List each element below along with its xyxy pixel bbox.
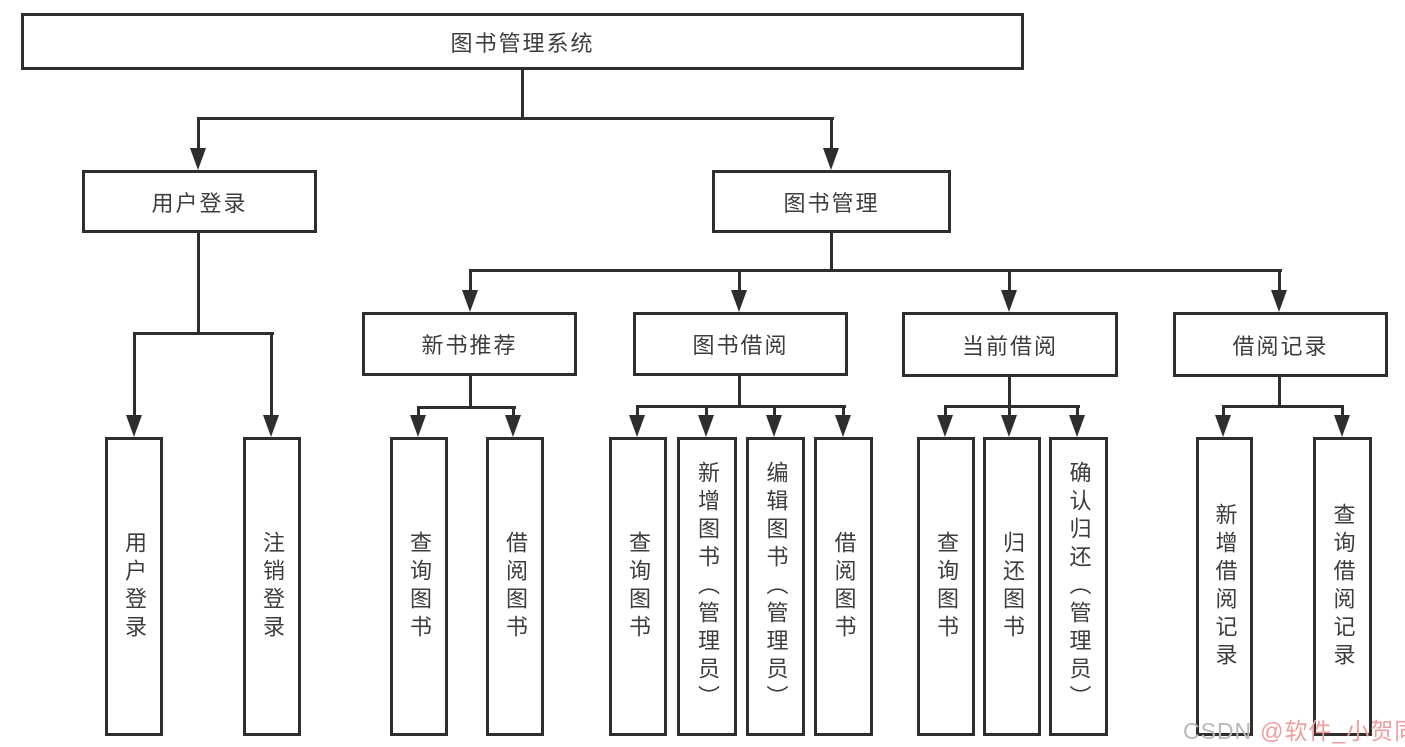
down-arrow-icon xyxy=(1069,415,1085,437)
leaf-query-books-recommend: 查询图书 xyxy=(390,437,448,736)
leaf-query-borrow-record: 查询借阅记录 xyxy=(1313,437,1372,736)
leaf-query-books-borrow-label: 查询图书 xyxy=(626,530,651,643)
down-arrow-icon xyxy=(1001,415,1017,437)
connector-borrow-hline xyxy=(636,405,846,408)
down-arrow-icon xyxy=(1215,415,1231,437)
down-arrow-icon xyxy=(1001,290,1017,312)
leaf-query-borrow-record-label: 查询借阅记录 xyxy=(1330,502,1356,671)
connector-user-login-stub xyxy=(197,117,200,150)
down-arrow-icon xyxy=(1271,290,1287,312)
connector-current-leaf1-stub xyxy=(944,405,947,417)
down-arrow-icon xyxy=(823,148,839,170)
down-arrow-icon xyxy=(629,415,645,437)
connector-user-hline xyxy=(133,332,274,335)
leaf-return-books: 归还图书 xyxy=(983,437,1041,736)
connector-current-leaf2-stub xyxy=(1008,405,1011,417)
down-arrow-icon xyxy=(835,415,851,437)
connector-borrow-leaf2-stub xyxy=(705,405,708,417)
leaf-borrow-books-recommend-label: 借阅图书 xyxy=(503,530,528,643)
down-arrow-icon xyxy=(410,415,426,437)
csdn-watermark: CSDN @软件_小贺同学 xyxy=(1183,712,1405,746)
leaf-user-login-label: 用户登录 xyxy=(122,530,147,643)
leaf-query-books-borrow: 查询图书 xyxy=(609,437,667,736)
connector-borrow-leaf3-stub xyxy=(773,405,776,417)
leaf-query-books-current-label: 查询图书 xyxy=(934,530,959,643)
down-arrow-icon xyxy=(462,290,478,312)
down-arrow-icon xyxy=(190,148,206,170)
connector-current-stub xyxy=(1008,269,1011,292)
node-root: 图书管理系统 xyxy=(21,13,1024,70)
leaf-borrow-books-label: 借阅图书 xyxy=(831,530,857,643)
leaf-edit-books-admin-label: 编辑图书（管理员） xyxy=(763,460,789,713)
connector-recommend-stub xyxy=(469,269,472,292)
connector-root-vline xyxy=(521,69,524,118)
connector-borrow-leaf1-stub xyxy=(636,405,639,417)
node-new-book-recommend-label: 新书推荐 xyxy=(421,333,518,358)
connector-mgmt-vline xyxy=(830,233,833,272)
leaf-return-books-label: 归还图书 xyxy=(1000,530,1025,643)
connector-records-stub xyxy=(1278,269,1281,292)
node-root-label: 图书管理系统 xyxy=(450,30,595,56)
csdn-watermark-brand: CSDN xyxy=(1183,718,1253,744)
connector-recommend-leaf2-stub xyxy=(512,406,515,417)
down-arrow-icon xyxy=(731,290,747,312)
leaf-add-borrow-record: 新增借阅记录 xyxy=(1196,437,1253,736)
leaf-add-borrow-record-label: 新增借阅记录 xyxy=(1212,502,1238,671)
node-book-mgmt-label: 图书管理 xyxy=(783,190,880,216)
connector-borrow-stub xyxy=(738,269,741,292)
node-current-borrow-label: 当前借阅 xyxy=(961,333,1058,359)
down-arrow-icon xyxy=(1334,415,1350,437)
leaf-confirm-return-admin-label: 确认归还（管理员） xyxy=(1066,460,1092,713)
node-user-login-label: 用户登录 xyxy=(151,190,248,216)
connector-borrow-leaf4-stub xyxy=(842,405,845,417)
node-book-borrow-label: 图书借阅 xyxy=(692,333,789,358)
connector-records-vline xyxy=(1278,376,1281,408)
connector-current-leaf3-stub xyxy=(1076,405,1079,417)
connector-level3-hline xyxy=(469,269,1282,272)
leaf-logout-label: 注销登录 xyxy=(260,530,285,643)
connector-recommend-vline xyxy=(469,376,472,409)
leaf-add-books-admin: 新增图书（管理员） xyxy=(677,437,737,736)
connector-current-vline xyxy=(1008,376,1011,408)
connector-recommend-hline xyxy=(417,406,516,409)
node-book-borrow: 图书借阅 xyxy=(633,312,848,376)
connector-records-leaf1-stub xyxy=(1222,405,1225,417)
leaf-user-login: 用户登录 xyxy=(105,437,163,736)
leaf-query-books-recommend-label: 查询图书 xyxy=(407,530,432,643)
down-arrow-icon xyxy=(505,415,521,437)
down-arrow-icon xyxy=(766,415,782,437)
leaf-confirm-return-admin: 确认归还（管理员） xyxy=(1049,437,1108,736)
leaf-borrow-books-recommend: 借阅图书 xyxy=(486,437,544,736)
connector-level2-hline xyxy=(197,117,834,120)
down-arrow-icon xyxy=(126,415,142,437)
node-new-book-recommend: 新书推荐 xyxy=(362,312,577,376)
connector-user-leaf1-stub xyxy=(133,332,136,416)
connector-user-leaf2-stub xyxy=(270,332,273,416)
connector-recommend-leaf1-stub xyxy=(417,406,420,417)
connector-book-mgmt-stub xyxy=(830,117,833,150)
connector-borrow-vline xyxy=(738,376,741,408)
leaf-add-books-admin-label: 新增图书（管理员） xyxy=(695,460,720,713)
node-borrow-records: 借阅记录 xyxy=(1173,312,1388,377)
connector-user-vline xyxy=(197,233,200,335)
down-arrow-icon xyxy=(937,415,953,437)
connector-records-hline xyxy=(1222,405,1344,408)
leaf-logout: 注销登录 xyxy=(243,437,301,736)
down-arrow-icon xyxy=(698,415,714,437)
csdn-watermark-author: @软件_小贺同学 xyxy=(1260,718,1405,744)
node-borrow-records-label: 借阅记录 xyxy=(1232,333,1329,359)
leaf-borrow-books: 借阅图书 xyxy=(814,437,873,736)
down-arrow-icon xyxy=(263,415,279,437)
node-book-mgmt: 图书管理 xyxy=(712,170,951,233)
connector-current-hline xyxy=(944,405,1080,408)
connector-records-leaf2-stub xyxy=(1341,405,1344,417)
node-user-login: 用户登录 xyxy=(82,170,317,233)
leaf-query-books-current: 查询图书 xyxy=(917,437,975,736)
node-current-borrow: 当前借阅 xyxy=(902,312,1118,377)
leaf-edit-books-admin: 编辑图书（管理员） xyxy=(746,437,805,736)
